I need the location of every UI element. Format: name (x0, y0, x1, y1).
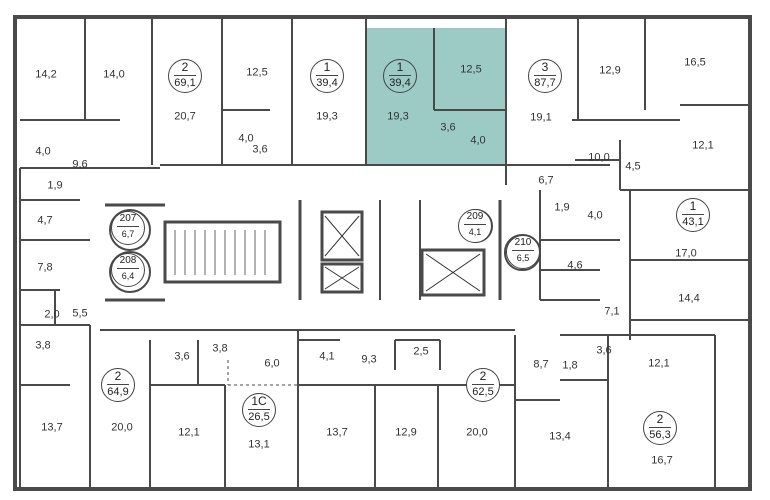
room-area-label: 5,5 (72, 307, 88, 320)
room-area-label: 6,7 (538, 174, 554, 187)
apartment-number: 1 (316, 60, 338, 76)
room-area-label: 16,5 (684, 56, 706, 69)
room-area-label: 4,0 (35, 145, 51, 158)
apartment-area: 6,7 (121, 229, 135, 239)
room-area-label: 20,0 (111, 421, 133, 434)
room-area-label: 2,0 (44, 308, 60, 321)
room-area-label: 13,7 (326, 426, 348, 439)
room-area-label: 19,1 (530, 111, 552, 124)
room-area-label: 9,3 (361, 353, 377, 366)
room-area-label: 4,0 (470, 134, 486, 147)
room-area-label: 1,8 (562, 359, 578, 372)
highlighted-apartment-living (366, 28, 434, 165)
apartment-number: 2 (649, 412, 671, 428)
apartment-area: 64,9 (107, 386, 129, 398)
room-area-label: 19,3 (387, 110, 409, 123)
apartment-number: 209 (464, 210, 486, 225)
room-area-label: 13,7 (41, 421, 63, 434)
room-area-label: 12,1 (648, 357, 670, 370)
room-area-label: 14,2 (35, 68, 57, 81)
room-area-label: 12,5 (246, 66, 268, 79)
apartment-area: 39,4 (316, 77, 338, 89)
room-area-label: 20,7 (174, 110, 196, 123)
apartment-number: 1 (682, 199, 704, 215)
room-area-label: 3,6 (174, 350, 190, 363)
room-area-label: 13,4 (549, 430, 571, 443)
room-area-label: 4,5 (625, 160, 641, 173)
room-area-label: 1,9 (554, 201, 570, 214)
apartment-number: 1 (389, 60, 411, 76)
room-area-label: 3,6 (596, 344, 612, 357)
apartment-area: 56,3 (649, 429, 671, 441)
room-area-label: 20,0 (466, 426, 488, 439)
room-area-label: 12,9 (599, 64, 621, 77)
apartment-number: 2 (472, 369, 494, 385)
room-area-label: 3,6 (440, 121, 456, 134)
apartment-area: 69,1 (174, 77, 196, 89)
room-area-label: 4,6 (567, 259, 583, 272)
apartment-area: 26,5 (248, 411, 270, 423)
apartment-area: 39,4 (389, 77, 411, 89)
elevator-icons (324, 215, 481, 292)
room-area-label: 4,1 (319, 350, 335, 363)
room-area-label: 10,0 (588, 151, 610, 164)
room-area-label: 3,6 (252, 143, 268, 156)
room-area-label: 3,8 (35, 339, 51, 352)
room-area-label: 12,5 (460, 63, 482, 76)
apartment-area: 4,1 (468, 227, 482, 237)
room-area-label: 16,7 (651, 454, 673, 467)
room-area-label: 7,1 (604, 305, 620, 318)
room-area-label: 4,7 (37, 214, 53, 227)
apartment-area: 62,5 (472, 386, 494, 398)
room-area-label: 12,9 (395, 426, 417, 439)
room-area-label: 6,0 (264, 357, 280, 370)
apartment-number: 1С (248, 394, 270, 410)
apartment-number: 208 (117, 254, 139, 269)
apartment-number: 2 (174, 60, 196, 76)
room-area-label: 12,1 (178, 426, 200, 439)
room-area-label: 4,0 (238, 132, 254, 145)
room-area-label: 8,7 (533, 358, 549, 371)
room-area-label: 13,1 (248, 438, 270, 451)
room-area-label: 14,4 (678, 292, 700, 305)
apartment-area: 87,7 (534, 77, 556, 89)
apartment-number: 207 (117, 212, 139, 227)
apartment-area: 6,4 (121, 271, 135, 281)
room-area-label: 1,9 (47, 179, 63, 192)
room-area-label: 3,8 (212, 342, 228, 355)
apartment-area: 43,1 (682, 216, 704, 228)
apartment-number: 2 (107, 369, 129, 385)
room-area-label: 7,8 (37, 261, 53, 274)
room-area-label: 4,0 (587, 209, 603, 222)
walls (13, 15, 752, 491)
apartment-number: 210 (512, 236, 534, 251)
room-area-label: 2,5 (413, 345, 429, 358)
room-area-label: 14,0 (103, 68, 125, 81)
apartment-area: 6,5 (516, 253, 530, 263)
stairs (174, 230, 266, 275)
room-area-label: 17,0 (675, 247, 697, 260)
room-area-label: 19,3 (316, 110, 338, 123)
apartment-number: 3 (534, 60, 556, 76)
room-area-label: 9,6 (72, 158, 88, 171)
room-area-label: 12,1 (692, 139, 714, 152)
